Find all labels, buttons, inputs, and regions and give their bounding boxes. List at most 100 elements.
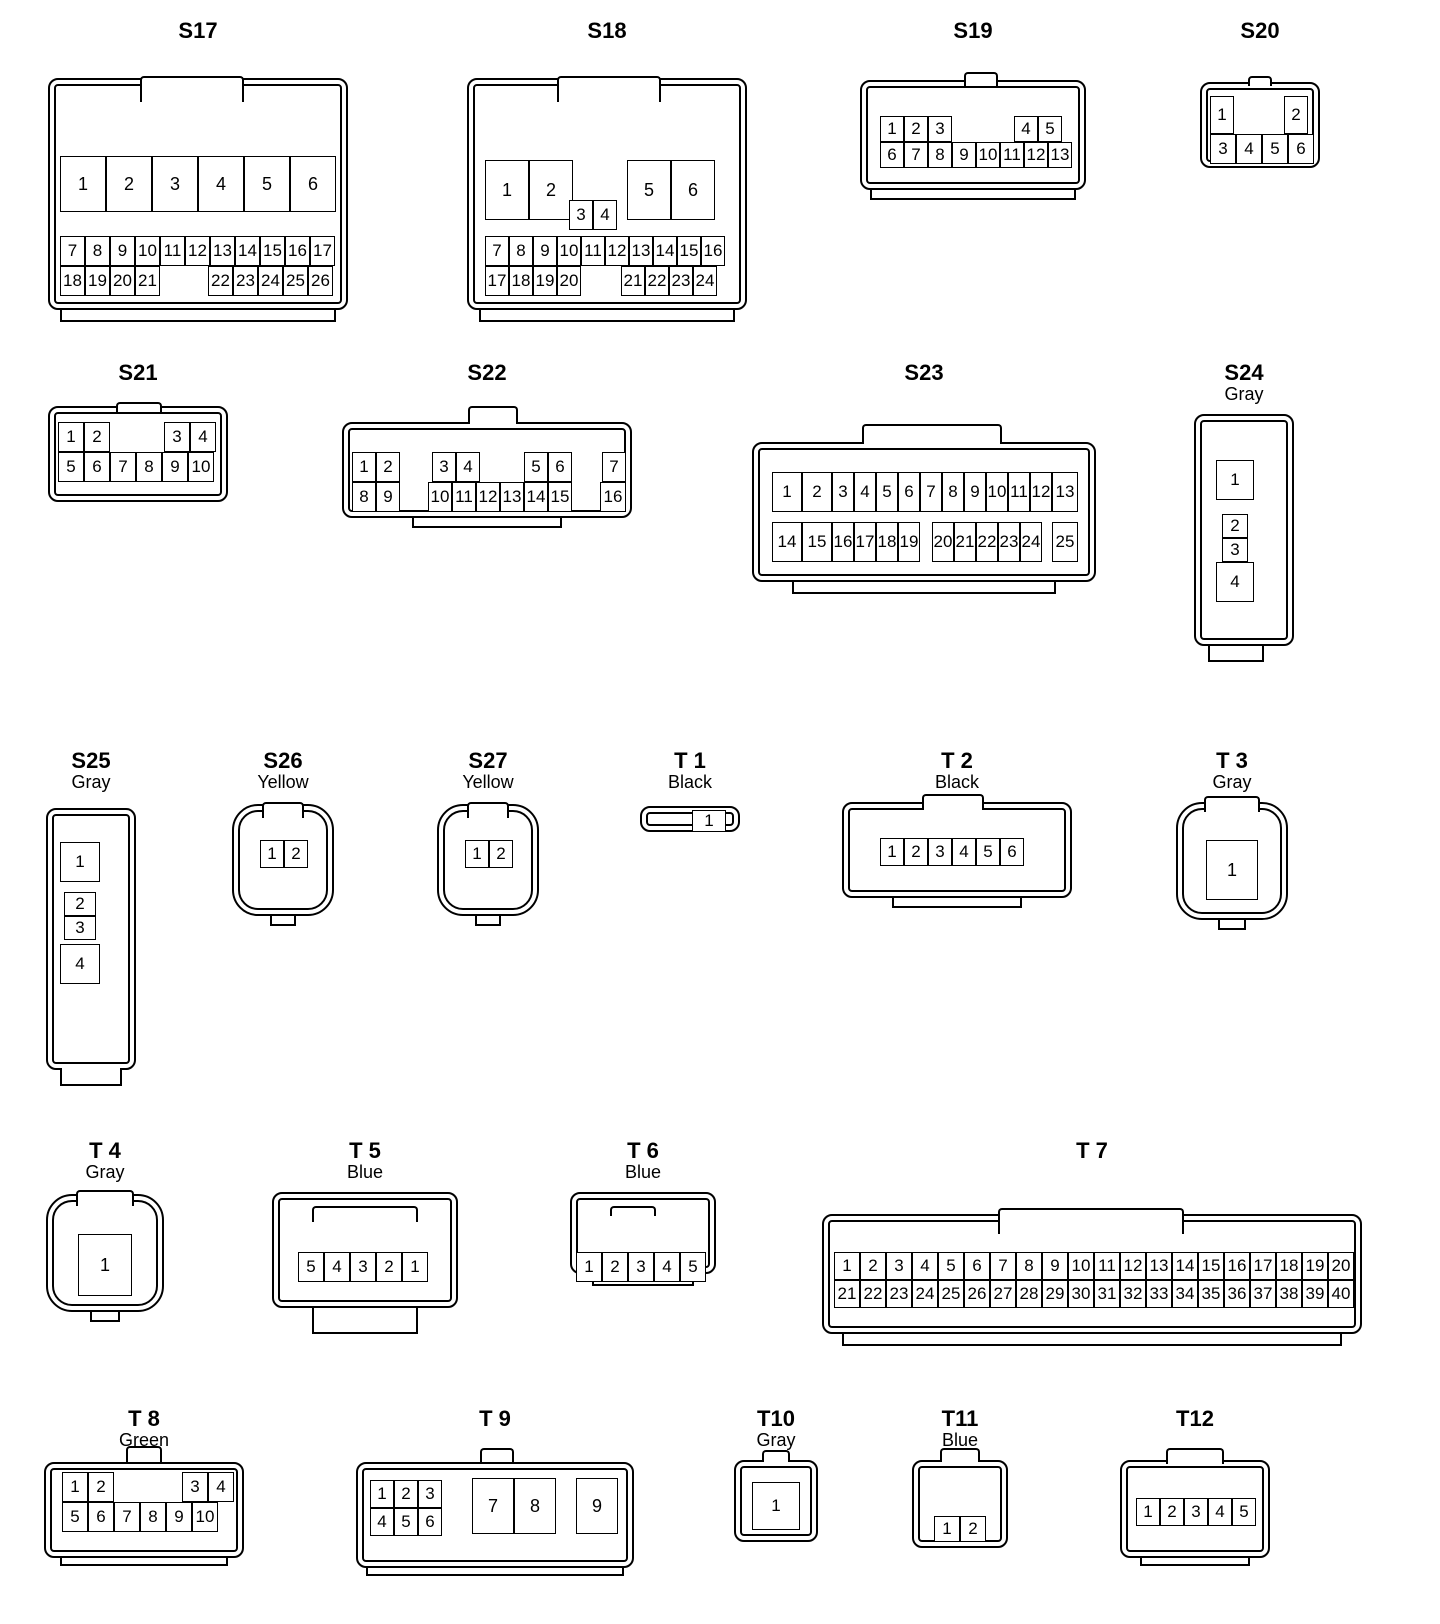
pin-cell: 23 (233, 266, 258, 296)
pin-cell: 2 (84, 422, 110, 452)
connector-id-label: T11 (941, 1406, 979, 1431)
pin-cell: 6 (898, 472, 920, 512)
pin-cell: 4 (1208, 1498, 1232, 1526)
pin-cell: 13 (210, 236, 235, 266)
connector-caption: T 9 (356, 1408, 634, 1430)
pin-cell: 18 (876, 522, 898, 562)
connector-id-label: S21 (118, 360, 158, 385)
pin-cell: 16 (1224, 1252, 1250, 1280)
connector-caption: T12 (1120, 1408, 1270, 1430)
pin-cell: 2 (1160, 1498, 1184, 1526)
pin-cell: 3 (628, 1252, 654, 1282)
connector-id-label: S23 (904, 360, 944, 385)
pin-cell: 16 (285, 236, 310, 266)
pin-cell: 9 (533, 236, 557, 266)
pin-cell: 19 (85, 266, 110, 296)
pin-cell: 5 (298, 1252, 324, 1282)
connector-caption: S23 (752, 362, 1096, 384)
pin-cell: 10 (986, 472, 1008, 512)
pin-cell: 16 (600, 482, 626, 512)
pin-cell: 4 (208, 1472, 234, 1502)
pin-cell: 14 (1172, 1252, 1198, 1280)
pin-cell: 22 (645, 266, 669, 296)
pin-cell: 4 (912, 1252, 938, 1280)
connector-color-label: Yellow (257, 772, 309, 792)
connector-latch (76, 1190, 134, 1206)
connector-color-label: Gray (71, 772, 111, 792)
pin-cell: 3 (928, 116, 952, 142)
pin-cell: 4 (593, 200, 617, 230)
pin-cell: 21 (954, 522, 976, 562)
pin-cell: 10 (188, 452, 214, 482)
connector-base (479, 310, 735, 322)
pin-cell: 8 (1016, 1252, 1042, 1280)
pin-cell: 6 (548, 452, 572, 482)
connector-id-label: T12 (1176, 1406, 1214, 1431)
pin-cell: 5 (876, 472, 898, 512)
connector-id-label: S17 (178, 18, 218, 43)
pin-cell: 6 (671, 160, 715, 220)
pin-cell: 25 (283, 266, 308, 296)
pin-cell: 11 (1000, 142, 1024, 168)
pin-cell: 18 (509, 266, 533, 296)
pin-cell: 3 (152, 156, 198, 212)
pin-cell: 1 (58, 422, 84, 452)
connector-latch (312, 1206, 418, 1222)
pin-cell: 15 (548, 482, 572, 512)
pin-cell: 1 (78, 1234, 132, 1296)
pin-cell: 7 (472, 1478, 514, 1534)
connector-color-label: Green (118, 1430, 170, 1450)
pin-cell: 17 (854, 522, 876, 562)
pin-cell: 10 (557, 236, 581, 266)
connector-latch (862, 424, 1002, 444)
pin-cell: 1 (880, 116, 904, 142)
pin-cell: 12 (476, 482, 500, 512)
pin-cell: 4 (456, 452, 480, 482)
connector-latch (922, 794, 984, 810)
connector-id-label: T 8 (128, 1406, 160, 1431)
pin-cell: 18 (60, 266, 85, 296)
connector-color-label: Black (667, 772, 712, 792)
pin-cell: 5 (938, 1252, 964, 1280)
pin-cell: 29 (1042, 1280, 1068, 1308)
pin-cell: 1 (1136, 1498, 1160, 1526)
connector-id-label: S26 (263, 748, 303, 773)
pin-cell: 19 (1302, 1252, 1328, 1280)
pin-cell: 4 (370, 1508, 394, 1536)
pin-cell: 20 (932, 522, 954, 562)
pin-cell: 2 (904, 116, 928, 142)
connector-latch (610, 1206, 656, 1216)
pin-cell: 2 (529, 160, 573, 220)
pin-cell: 22 (208, 266, 233, 296)
pin-cell: 5 (680, 1252, 706, 1282)
pin-cell: 4 (190, 422, 216, 452)
pin-cell: 13 (500, 482, 524, 512)
pin-cell: 2 (284, 840, 308, 868)
pin-cell: 20 (1328, 1252, 1354, 1280)
pin-cell: 3 (64, 916, 96, 940)
pin-cell: 4 (654, 1252, 680, 1282)
connector-inner-outline (54, 412, 222, 496)
pin-cell: 10 (976, 142, 1000, 168)
connector-latch (126, 1446, 162, 1462)
connector-base (475, 916, 501, 926)
connector-id-label: T 5 (349, 1138, 381, 1163)
pin-cell: 8 (140, 1502, 166, 1532)
connector-base (60, 1068, 122, 1086)
pin-cell: 17 (310, 236, 335, 266)
pin-cell: 11 (1008, 472, 1030, 512)
